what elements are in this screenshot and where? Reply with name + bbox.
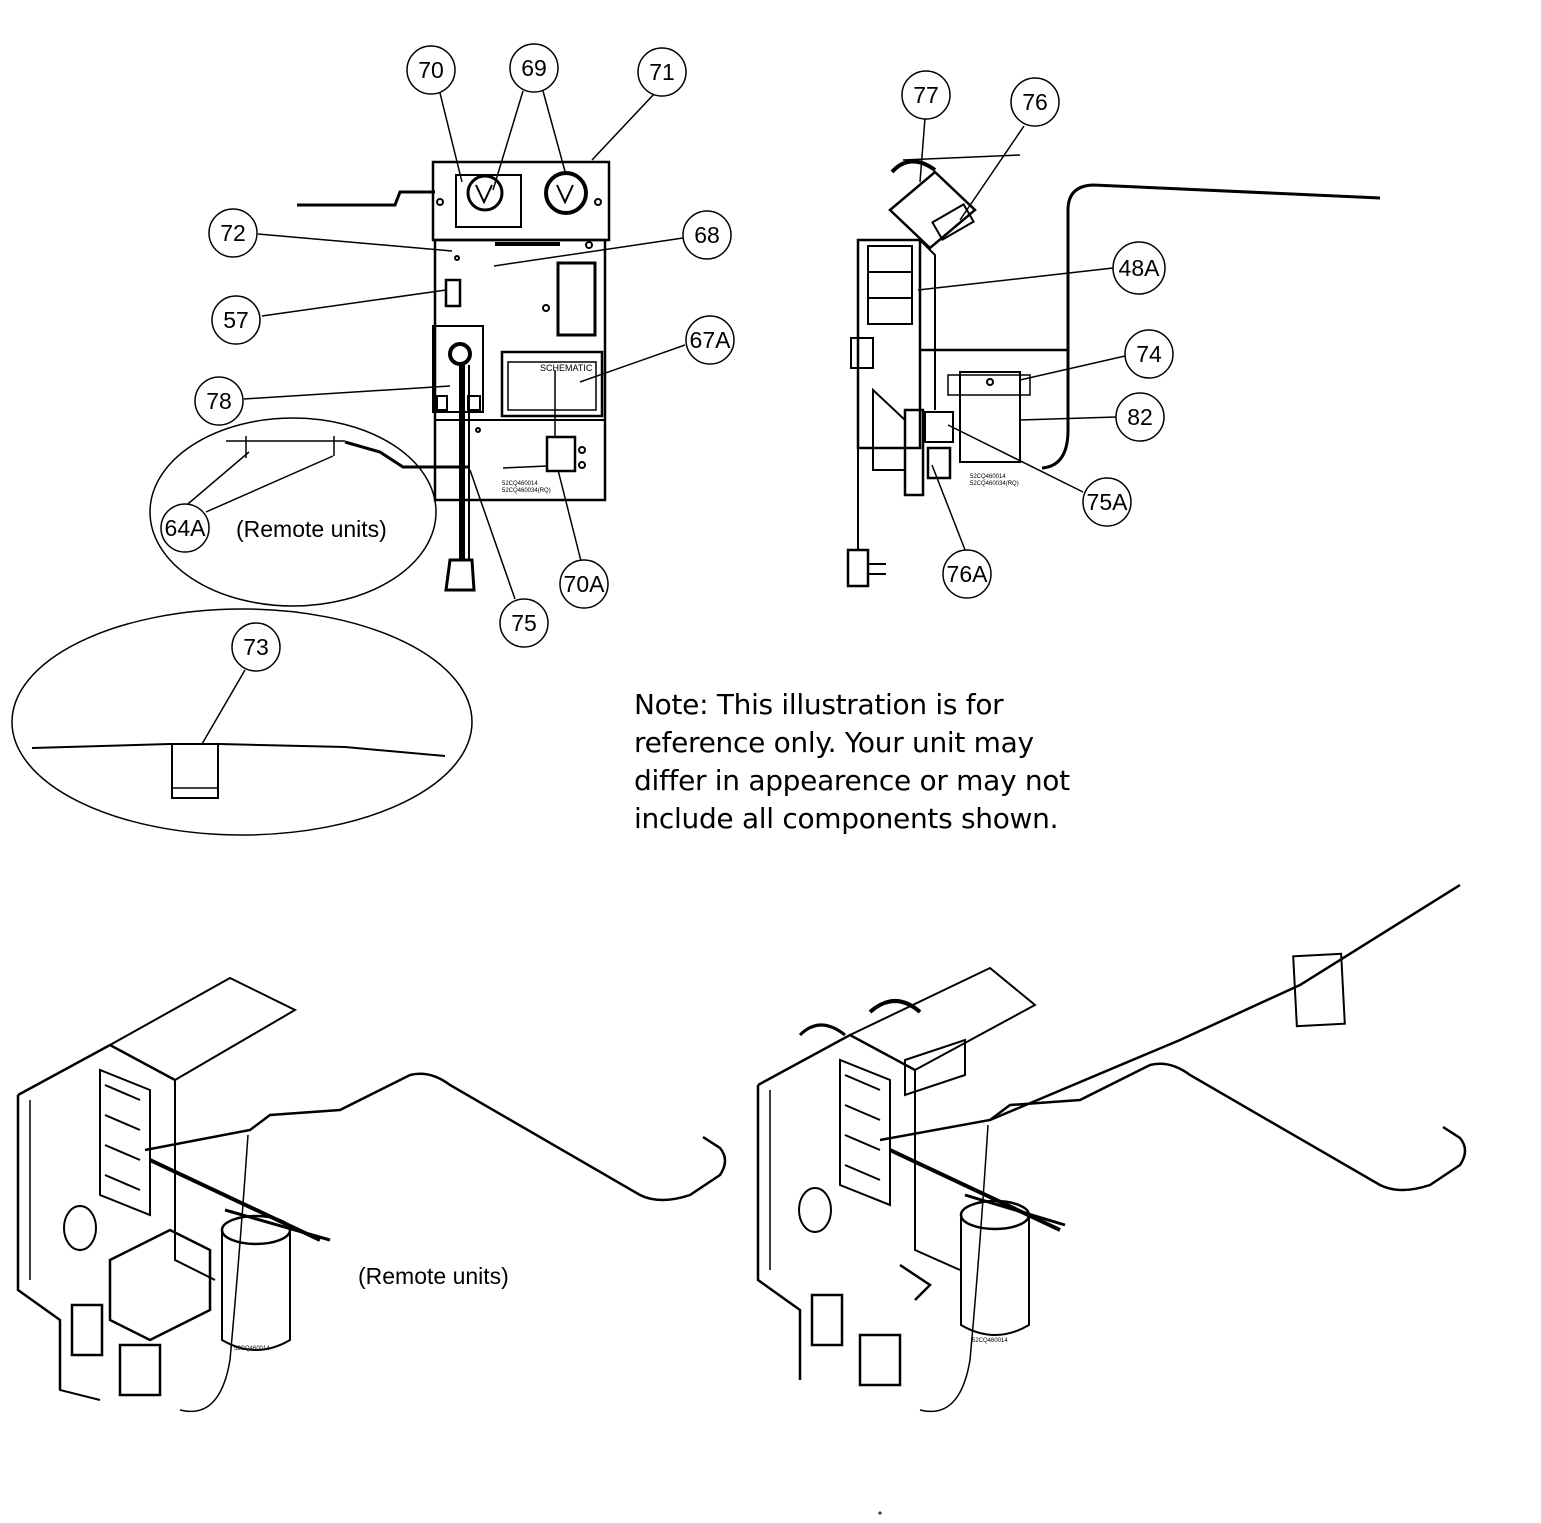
callout-label-73: 73 (243, 634, 269, 660)
remote-thermostat-detail (149, 417, 437, 607)
callout-67A (685, 315, 735, 365)
callout-70A (559, 559, 609, 609)
remote-units-label-bottom: (Remote units) (358, 1263, 509, 1289)
callout-73 (231, 622, 281, 672)
schematic-label: SCHEMATIC (540, 363, 593, 373)
note-line-3: differ in appearence or may not (634, 764, 1070, 797)
callout-label-48A: 48A (1119, 255, 1161, 281)
callout-70 (406, 45, 456, 95)
note-line-4: include all components shown. (634, 802, 1059, 835)
svg-text:52CQ460034(RQ): 52CQ460034(RQ) (502, 488, 551, 494)
callout-label-69: 69 (521, 55, 547, 81)
control-panel-front-view: SCHEMATIC 52CQ460014 52CQ460034(RQ) (297, 160, 611, 592)
callout-label-68: 68 (694, 222, 720, 248)
note-line-1: Note: This illustration is for (634, 688, 1004, 721)
svg-text:52CQ460034(RQ): 52CQ460034(RQ) (970, 481, 1019, 487)
callout-label-71: 71 (649, 59, 675, 85)
svg-text:52CQ460014: 52CQ460014 (970, 474, 1006, 480)
leader-lines-side (917, 117, 1126, 556)
sensor-bulb-detail (11, 608, 473, 836)
callout-label-76A: 76A (947, 561, 989, 587)
callout-label-64A: 64A (165, 515, 207, 541)
callout-label-72: 72 (220, 220, 246, 246)
callout-68 (682, 210, 732, 260)
callout-bubbles (160, 43, 1174, 672)
callout-64A (160, 503, 210, 553)
callout-74 (1124, 329, 1174, 379)
callout-76A (942, 549, 992, 599)
callout-label-67A: 67A (690, 327, 732, 353)
svg-text:52CQ460014: 52CQ460014 (234, 1346, 270, 1352)
isometric-assembly-standard: 52CQ460014 (756, 883, 1467, 1413)
callout-label-77: 77 (913, 82, 939, 108)
callout-labels: 70 69 71 72 68 57 67A 78 64A 75 70A 73 7… (165, 55, 1162, 660)
callout-label-78: 78 (206, 388, 232, 414)
callout-76 (1010, 77, 1060, 127)
svg-text:52CQ460014: 52CQ460014 (972, 1338, 1008, 1344)
callout-label-76: 76 (1022, 89, 1048, 115)
isometric-assembly-remote: 52CQ460014 (16, 976, 727, 1413)
callout-label-70A: 70A (564, 571, 606, 597)
callout-71 (637, 47, 687, 97)
callout-72 (208, 208, 258, 258)
callout-label-75A: 75A (1087, 489, 1129, 515)
callout-75 (499, 598, 549, 648)
note-line-2: reference only. Your unit may (634, 726, 1034, 759)
remote-units-label-top: (Remote units) (236, 516, 387, 542)
callout-label-75: 75 (511, 610, 537, 636)
callout-label-82: 82 (1127, 404, 1153, 430)
callout-label-70: 70 (418, 57, 444, 83)
control-panel-side-view: 52CQ460014 52CQ460034(RQ) (846, 154, 1381, 588)
callout-82 (1115, 392, 1165, 442)
callout-label-74: 74 (1136, 341, 1162, 367)
svg-text:52CQ460014: 52CQ460014 (502, 481, 538, 487)
callout-57 (211, 295, 261, 345)
callout-label-57: 57 (223, 307, 249, 333)
leader-lines-front (243, 90, 686, 600)
callout-69 (509, 43, 559, 93)
reference-note: Note: This illustration is for reference… (634, 686, 1104, 838)
callout-48A (1112, 241, 1166, 295)
callout-77 (901, 70, 951, 120)
callout-78 (194, 376, 244, 426)
callout-75A (1082, 477, 1132, 527)
